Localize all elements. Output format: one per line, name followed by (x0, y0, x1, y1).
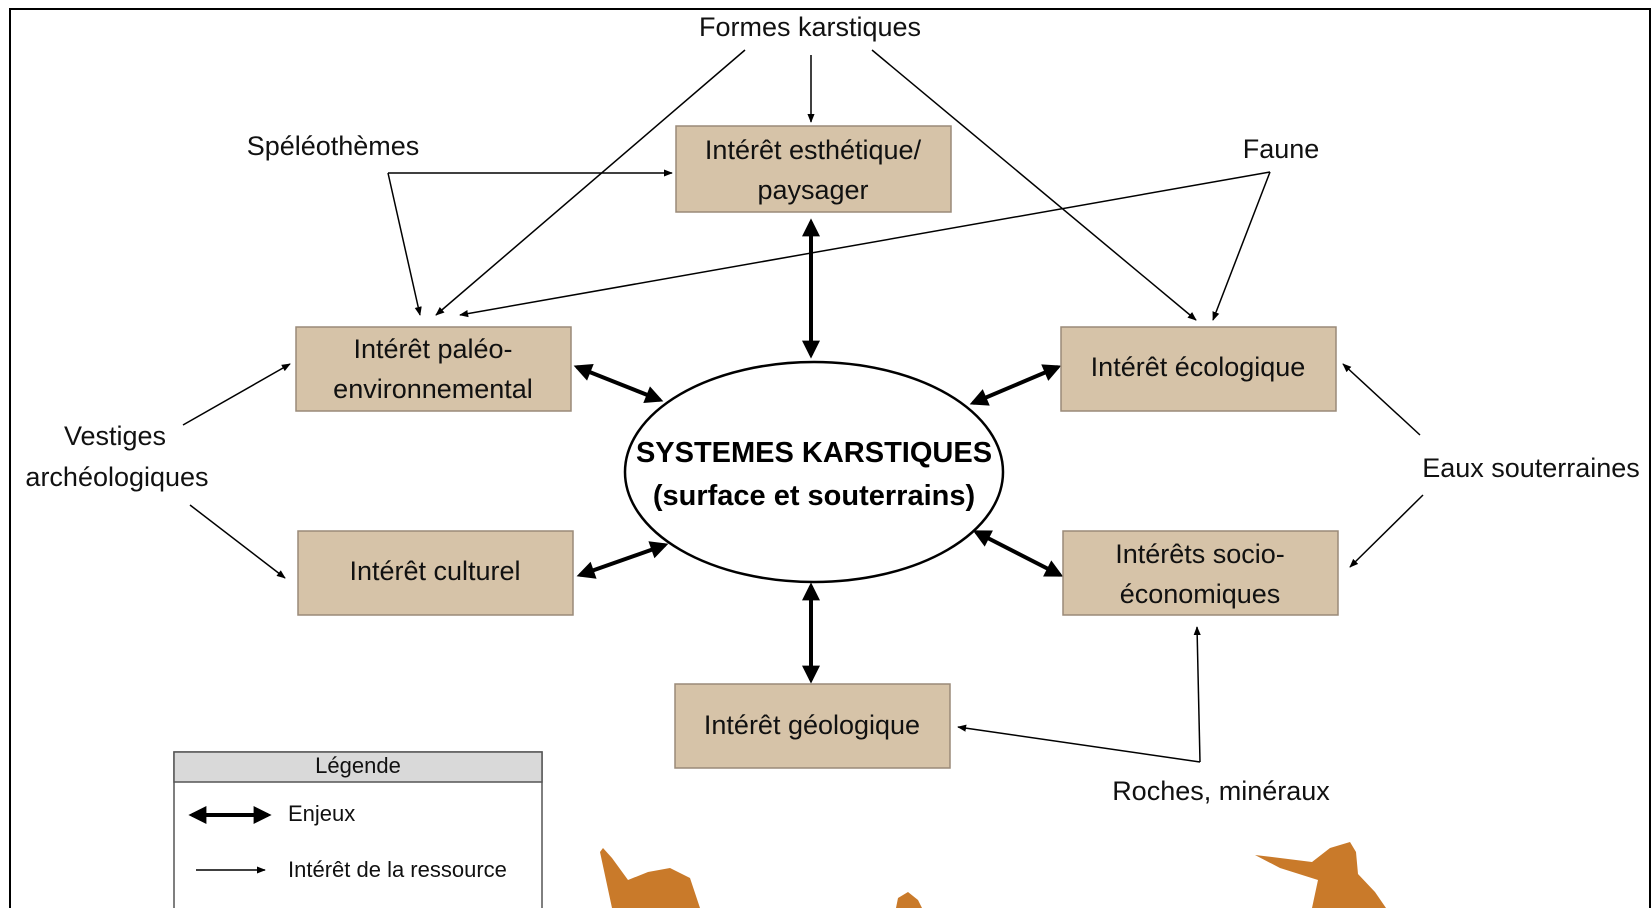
arrow-eaux-ecologique (1342, 363, 1421, 436)
label-eaux-souterraines: Eaux souterraines (1422, 453, 1640, 483)
stake-culturel (576, 541, 669, 579)
outer-frame (9, 8, 1651, 913)
center-subtitle: (surface et souterrains) (653, 480, 975, 512)
stake-arrows (573, 218, 1064, 684)
silhouette-right (1255, 842, 1386, 908)
box-culturel-line1: Intérêt culturel (349, 556, 520, 586)
box-esthetique: Intérêt esthétique/ paysager (675, 125, 952, 213)
arrow-eaux-socio (1349, 494, 1424, 568)
box-socio: Intérêts socio- économiques (1062, 530, 1339, 616)
label-faune: Faune (1243, 134, 1320, 164)
arrow-formes-ecologique (871, 49, 1197, 321)
label-formes-karstiques: Formes karstiques (699, 12, 921, 42)
legend-item-enjeux: Enjeux (288, 801, 355, 826)
box-geologique: Intérêt géologique (674, 683, 951, 769)
arrow-vestiges-paleo (182, 363, 291, 426)
arrow-faune-paleo (459, 171, 1271, 318)
legend-title: Légende (315, 753, 401, 778)
box-culturel: Intérêt culturel (297, 530, 574, 616)
box-ecologique: Intérêt écologique (1060, 326, 1337, 412)
resource-arrows (182, 49, 1424, 763)
box-geologique-line1: Intérêt géologique (704, 710, 920, 740)
center-title: SYSTEMES KARSTIQUES (636, 437, 992, 469)
arrow-vestiges-culturel (189, 504, 286, 579)
resource-labels: Formes karstiques Spéléothèmes Faune Ves… (25, 12, 1639, 806)
label-vestiges-line2: archéologiques (25, 462, 208, 492)
label-vestiges-line1: Vestiges (64, 421, 166, 451)
box-paleo-line2: environnemental (333, 374, 533, 404)
silhouette-middle (896, 892, 922, 908)
stake-paleo (573, 363, 664, 404)
box-socio-line2: économiques (1120, 579, 1281, 609)
box-paleo-line1: Intérêt paléo- (353, 334, 512, 364)
label-speleothemes: Spéléothèmes (247, 131, 420, 161)
arrow-roches-geologique (957, 724, 1201, 763)
arrow-faune-ecologique (1212, 171, 1271, 321)
box-socio-line1: Intérêts socio- (1115, 539, 1285, 569)
arrow-roches-socio (1193, 626, 1201, 763)
stake-ecologique (969, 364, 1062, 406)
arrow-formes-paleo (435, 49, 746, 316)
legend-item-interet: Intérêt de la ressource (288, 857, 507, 882)
box-esthetique-line1: Intérêt esthétique/ (705, 135, 922, 165)
box-paleo: Intérêt paléo- environnemental (295, 326, 572, 412)
stake-socio (972, 530, 1064, 577)
box-esthetique-line2: paysager (757, 175, 868, 205)
silhouette-left (600, 848, 700, 908)
label-roches-mineraux: Roches, minéraux (1112, 776, 1330, 806)
arrow-speleo-paleo (387, 172, 422, 316)
legend: Légende Enjeux Intérêt de la ressource (173, 751, 543, 913)
silhouette-group (600, 842, 1386, 908)
box-ecologique-line1: Intérêt écologique (1091, 352, 1306, 382)
center-node: SYSTEMES KARSTIQUES (surface et souterra… (623, 360, 1005, 584)
